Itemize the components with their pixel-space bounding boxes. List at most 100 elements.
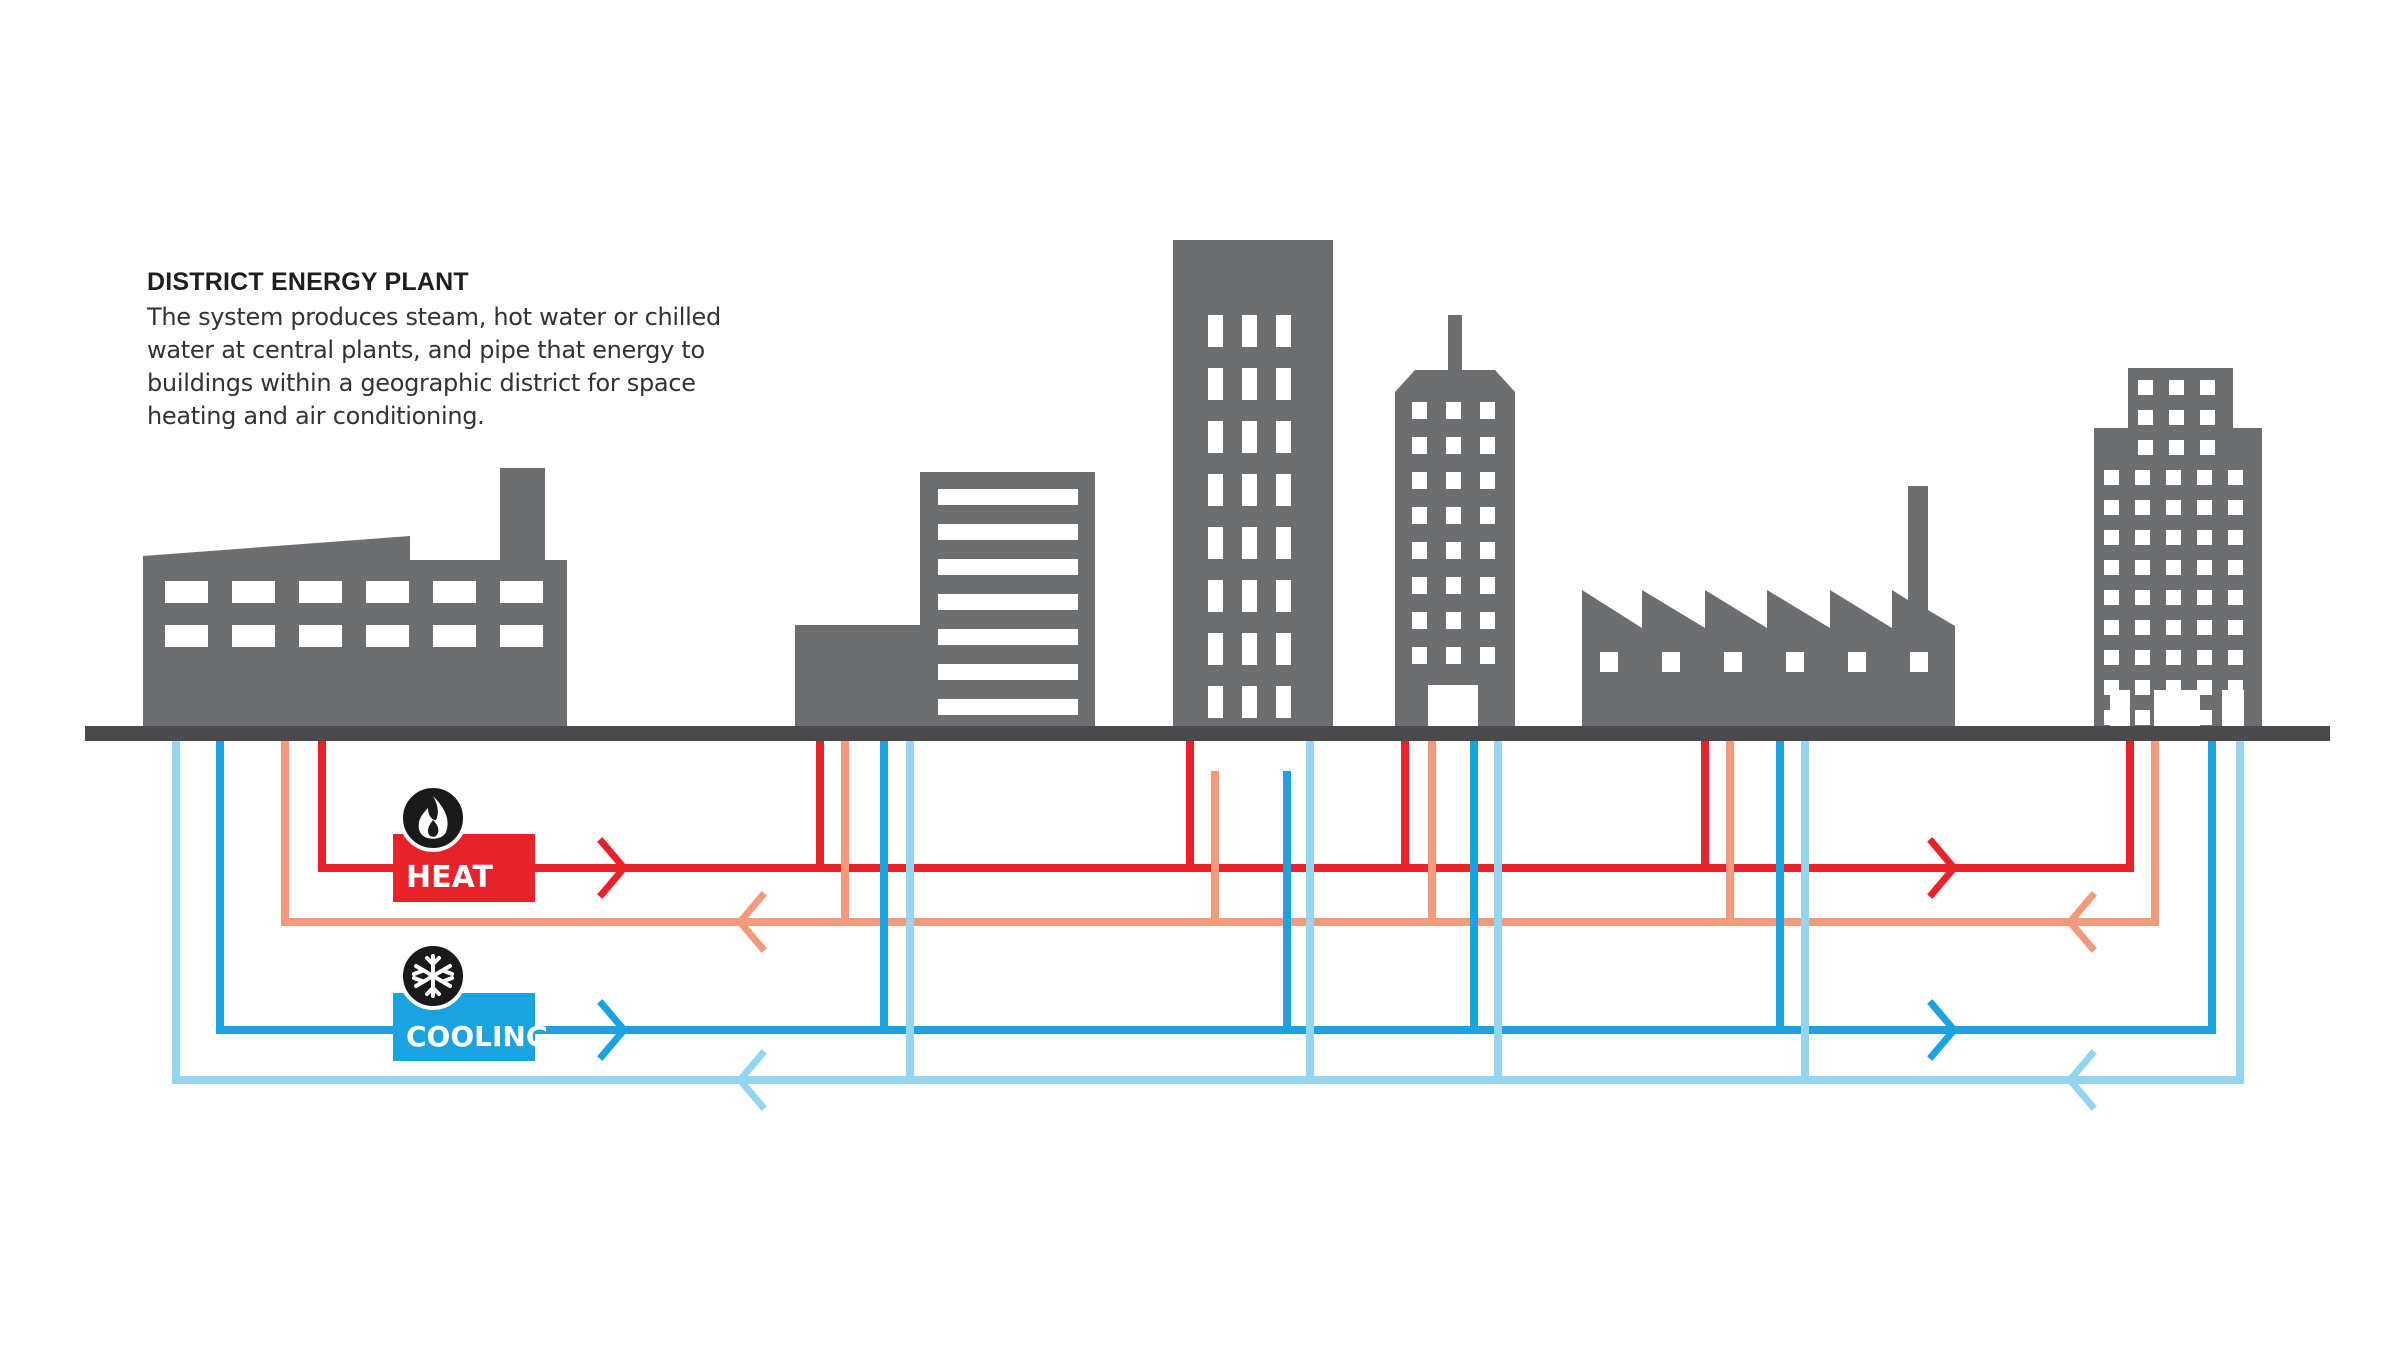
window [2166,620,2181,635]
arrow-right-icon [597,999,629,1061]
door [1428,685,1478,728]
cooling-label-text: COOLING [406,1020,549,1053]
window [2197,650,2212,665]
window [1662,652,1680,672]
window [1480,612,1495,629]
window [1276,633,1291,665]
window [1446,507,1461,524]
window [500,625,543,647]
window [1276,368,1291,400]
window-strip [938,629,1078,645]
window [1276,739,1291,771]
window [2135,650,2150,665]
mid-rise-building [795,472,1095,728]
energy-plant-building [143,468,567,728]
window [1412,402,1427,419]
antenna-tower-building [1395,315,1515,728]
window [1848,652,1866,672]
flame-icon [399,784,467,852]
window [2104,590,2119,605]
ground-line [85,726,2330,741]
window [1446,472,1461,489]
window [2138,440,2153,455]
window [1276,315,1291,347]
window-strip [938,559,1078,575]
arrow-left-icon [735,891,767,953]
window [2166,590,2181,605]
window [165,625,208,647]
window [2228,650,2243,665]
window [2138,380,2153,395]
window [1208,315,1223,347]
window [2104,620,2119,635]
window [2169,440,2184,455]
window [2228,530,2243,545]
window [1208,633,1223,665]
window [1208,527,1223,559]
caption-title: DISTRICT ENERGY PLANT [147,268,469,296]
window [366,581,409,603]
description-caption: DISTRICT ENERGY PLANT The system produce… [147,268,787,433]
window [366,625,409,647]
tall-tower-building [1173,240,1333,771]
window [1276,421,1291,453]
window [1600,652,1618,672]
window [2104,470,2119,485]
window [2166,500,2181,515]
window-strip [938,489,1078,505]
window [2200,440,2215,455]
window [2104,650,2119,665]
snowflake-icon [399,942,467,1010]
window [2166,470,2181,485]
window [2197,500,2212,515]
window [2104,530,2119,545]
window [1446,577,1461,594]
window [1446,542,1461,559]
window [1276,474,1291,506]
window [2197,710,2212,725]
window [1412,472,1427,489]
window [1480,437,1495,454]
window [1412,577,1427,594]
window [1242,633,1257,665]
window [2135,470,2150,485]
window [2135,500,2150,515]
window [1276,686,1291,718]
window [1242,527,1257,559]
window-strip [938,664,1078,680]
window [2197,590,2212,605]
window [1242,315,1257,347]
office-tower-building [2094,368,2262,728]
arrow-right-icon [1927,837,1959,899]
heat-supply-pipe [318,741,2134,872]
heat-label: HEAT [393,784,535,902]
window [2138,410,2153,425]
window [2197,470,2212,485]
window-strip [938,594,1078,610]
window [433,625,476,647]
window [2104,500,2119,515]
caption-body: The system produces steam, hot water or … [147,303,721,430]
window [2197,620,2212,635]
window [2169,380,2184,395]
window [1208,421,1223,453]
window [2228,470,2243,485]
window [1480,577,1495,594]
window [1412,437,1427,454]
window [2166,560,2181,575]
arrow-right-icon [1927,999,1959,1061]
window [1724,652,1742,672]
door [2110,690,2130,728]
window [1412,612,1427,629]
window [1480,647,1495,664]
window [1208,686,1223,718]
pipe-network [172,741,2244,1084]
skyline [143,240,2262,771]
window [1412,647,1427,664]
window [433,581,476,603]
window [1276,527,1291,559]
window [165,581,208,603]
arrow-left-icon [735,1049,767,1111]
window [1446,402,1461,419]
